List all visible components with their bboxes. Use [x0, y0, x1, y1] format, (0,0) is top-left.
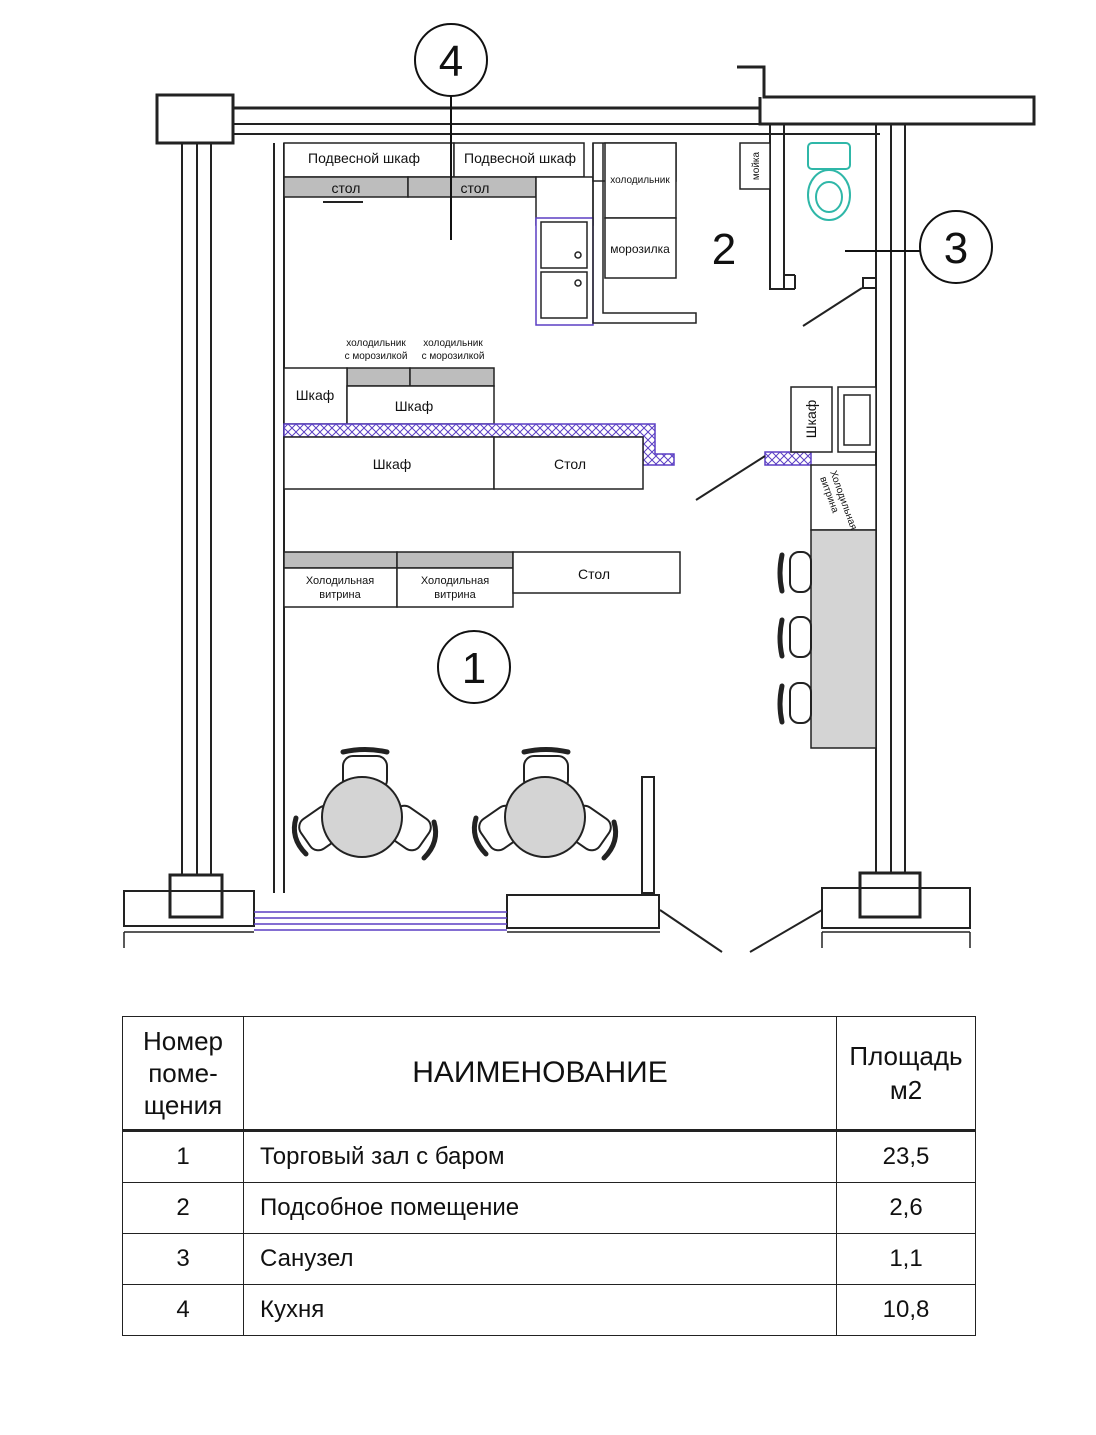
table-label-1: стол — [332, 180, 361, 196]
bar-stool-3 — [777, 682, 812, 725]
cold-display-2-line1: Холодильная — [421, 575, 489, 587]
freezer-label: морозилка — [610, 242, 670, 256]
table-row: 1 Торговый зал с баром 23,5 — [122, 1130, 976, 1183]
row-area: 23,5 — [836, 1130, 976, 1183]
row-name: Кухня — [243, 1284, 837, 1336]
table-row: 4 Кухня 10,8 — [122, 1284, 976, 1336]
front-cabinets — [283, 386, 877, 749]
window — [254, 911, 507, 931]
row-area: 1,1 — [836, 1233, 976, 1285]
room-number-2: 2 — [712, 225, 736, 274]
cabinet-small-label: Шкаф — [296, 387, 335, 403]
room-number-3: 3 — [944, 224, 968, 273]
table-row: 3 Санузел 1,1 — [122, 1233, 976, 1285]
wall-cabinet-label-2: Подвесной шкаф — [464, 150, 576, 166]
room-marker-3 — [845, 210, 993, 284]
cabinet-big-label: Шкаф — [373, 456, 412, 472]
header-name: НАИМЕНОВАНИЕ — [243, 1016, 837, 1132]
fridge-freezer-1-line2: с морозилкой — [345, 351, 408, 362]
row-number: 2 — [122, 1182, 244, 1234]
fridge-label: холодильник — [610, 175, 670, 186]
table-header-row: Номер поме- щения НАИМЕНОВАНИЕ Площадь м… — [122, 1016, 976, 1132]
cabinet-mid-label: Шкаф — [395, 398, 434, 414]
table-front-label: Стол — [578, 566, 610, 582]
round-table-1 — [291, 747, 439, 861]
room-marker-4 — [414, 23, 488, 240]
middle-cabinets — [283, 367, 495, 425]
room-marker-2 — [689, 213, 759, 283]
fridge-freezer-1-line1: холодильник — [346, 338, 406, 349]
kitchen-top-row — [283, 142, 771, 326]
fridge-freezer-2-line2: с морозилкой — [422, 351, 485, 362]
outer-walls — [123, 65, 1036, 953]
bar-stool-2 — [777, 616, 812, 659]
row-number: 1 — [122, 1130, 244, 1183]
room-number-4: 4 — [439, 37, 463, 86]
wall-cabinet-label-1: Подвесной шкаф — [308, 150, 420, 166]
table-big-label: Стол — [554, 456, 586, 472]
table-row: 2 Подсобное помещение 2,6 — [122, 1182, 976, 1234]
sink-label: мойка — [751, 151, 762, 180]
header-number: Номер поме- щения — [122, 1016, 244, 1132]
row-number: 4 — [122, 1284, 244, 1336]
inner-partitions — [769, 123, 877, 327]
room-number-1: 1 — [462, 644, 486, 693]
round-table-2 — [471, 747, 619, 861]
row-number: 3 — [122, 1233, 244, 1285]
cold-display-2-line2: витрина — [434, 589, 476, 601]
bar-stools — [777, 551, 812, 725]
floor-plan: 4 2 3 1 Подвесной шкаф Подвесной шкаф ст… — [123, 23, 1036, 953]
fridge-freezer-2-line1: холодильник — [423, 338, 483, 349]
header-area: Площадь м2 — [836, 1016, 976, 1132]
row-name: Подсобное помещение — [243, 1182, 837, 1234]
cold-display-1-line2: витрина — [319, 589, 361, 601]
cold-display-1-line1: Холодильная — [306, 575, 374, 587]
table-label-2: стол — [461, 180, 490, 196]
row-area: 10,8 — [836, 1284, 976, 1336]
row-name: Санузел — [243, 1233, 837, 1285]
cabinet-right-label: Шкаф — [803, 400, 819, 439]
room-table: Номер поме- щения НАИМЕНОВАНИЕ Площадь м… — [122, 1016, 976, 1336]
bar-stool-1 — [777, 551, 812, 594]
row-name: Торговый зал с баром — [243, 1130, 837, 1183]
toilet-icon — [807, 142, 851, 221]
room-marker-1 — [437, 630, 511, 704]
row-area: 2,6 — [836, 1182, 976, 1234]
hatched-counter — [283, 423, 812, 466]
